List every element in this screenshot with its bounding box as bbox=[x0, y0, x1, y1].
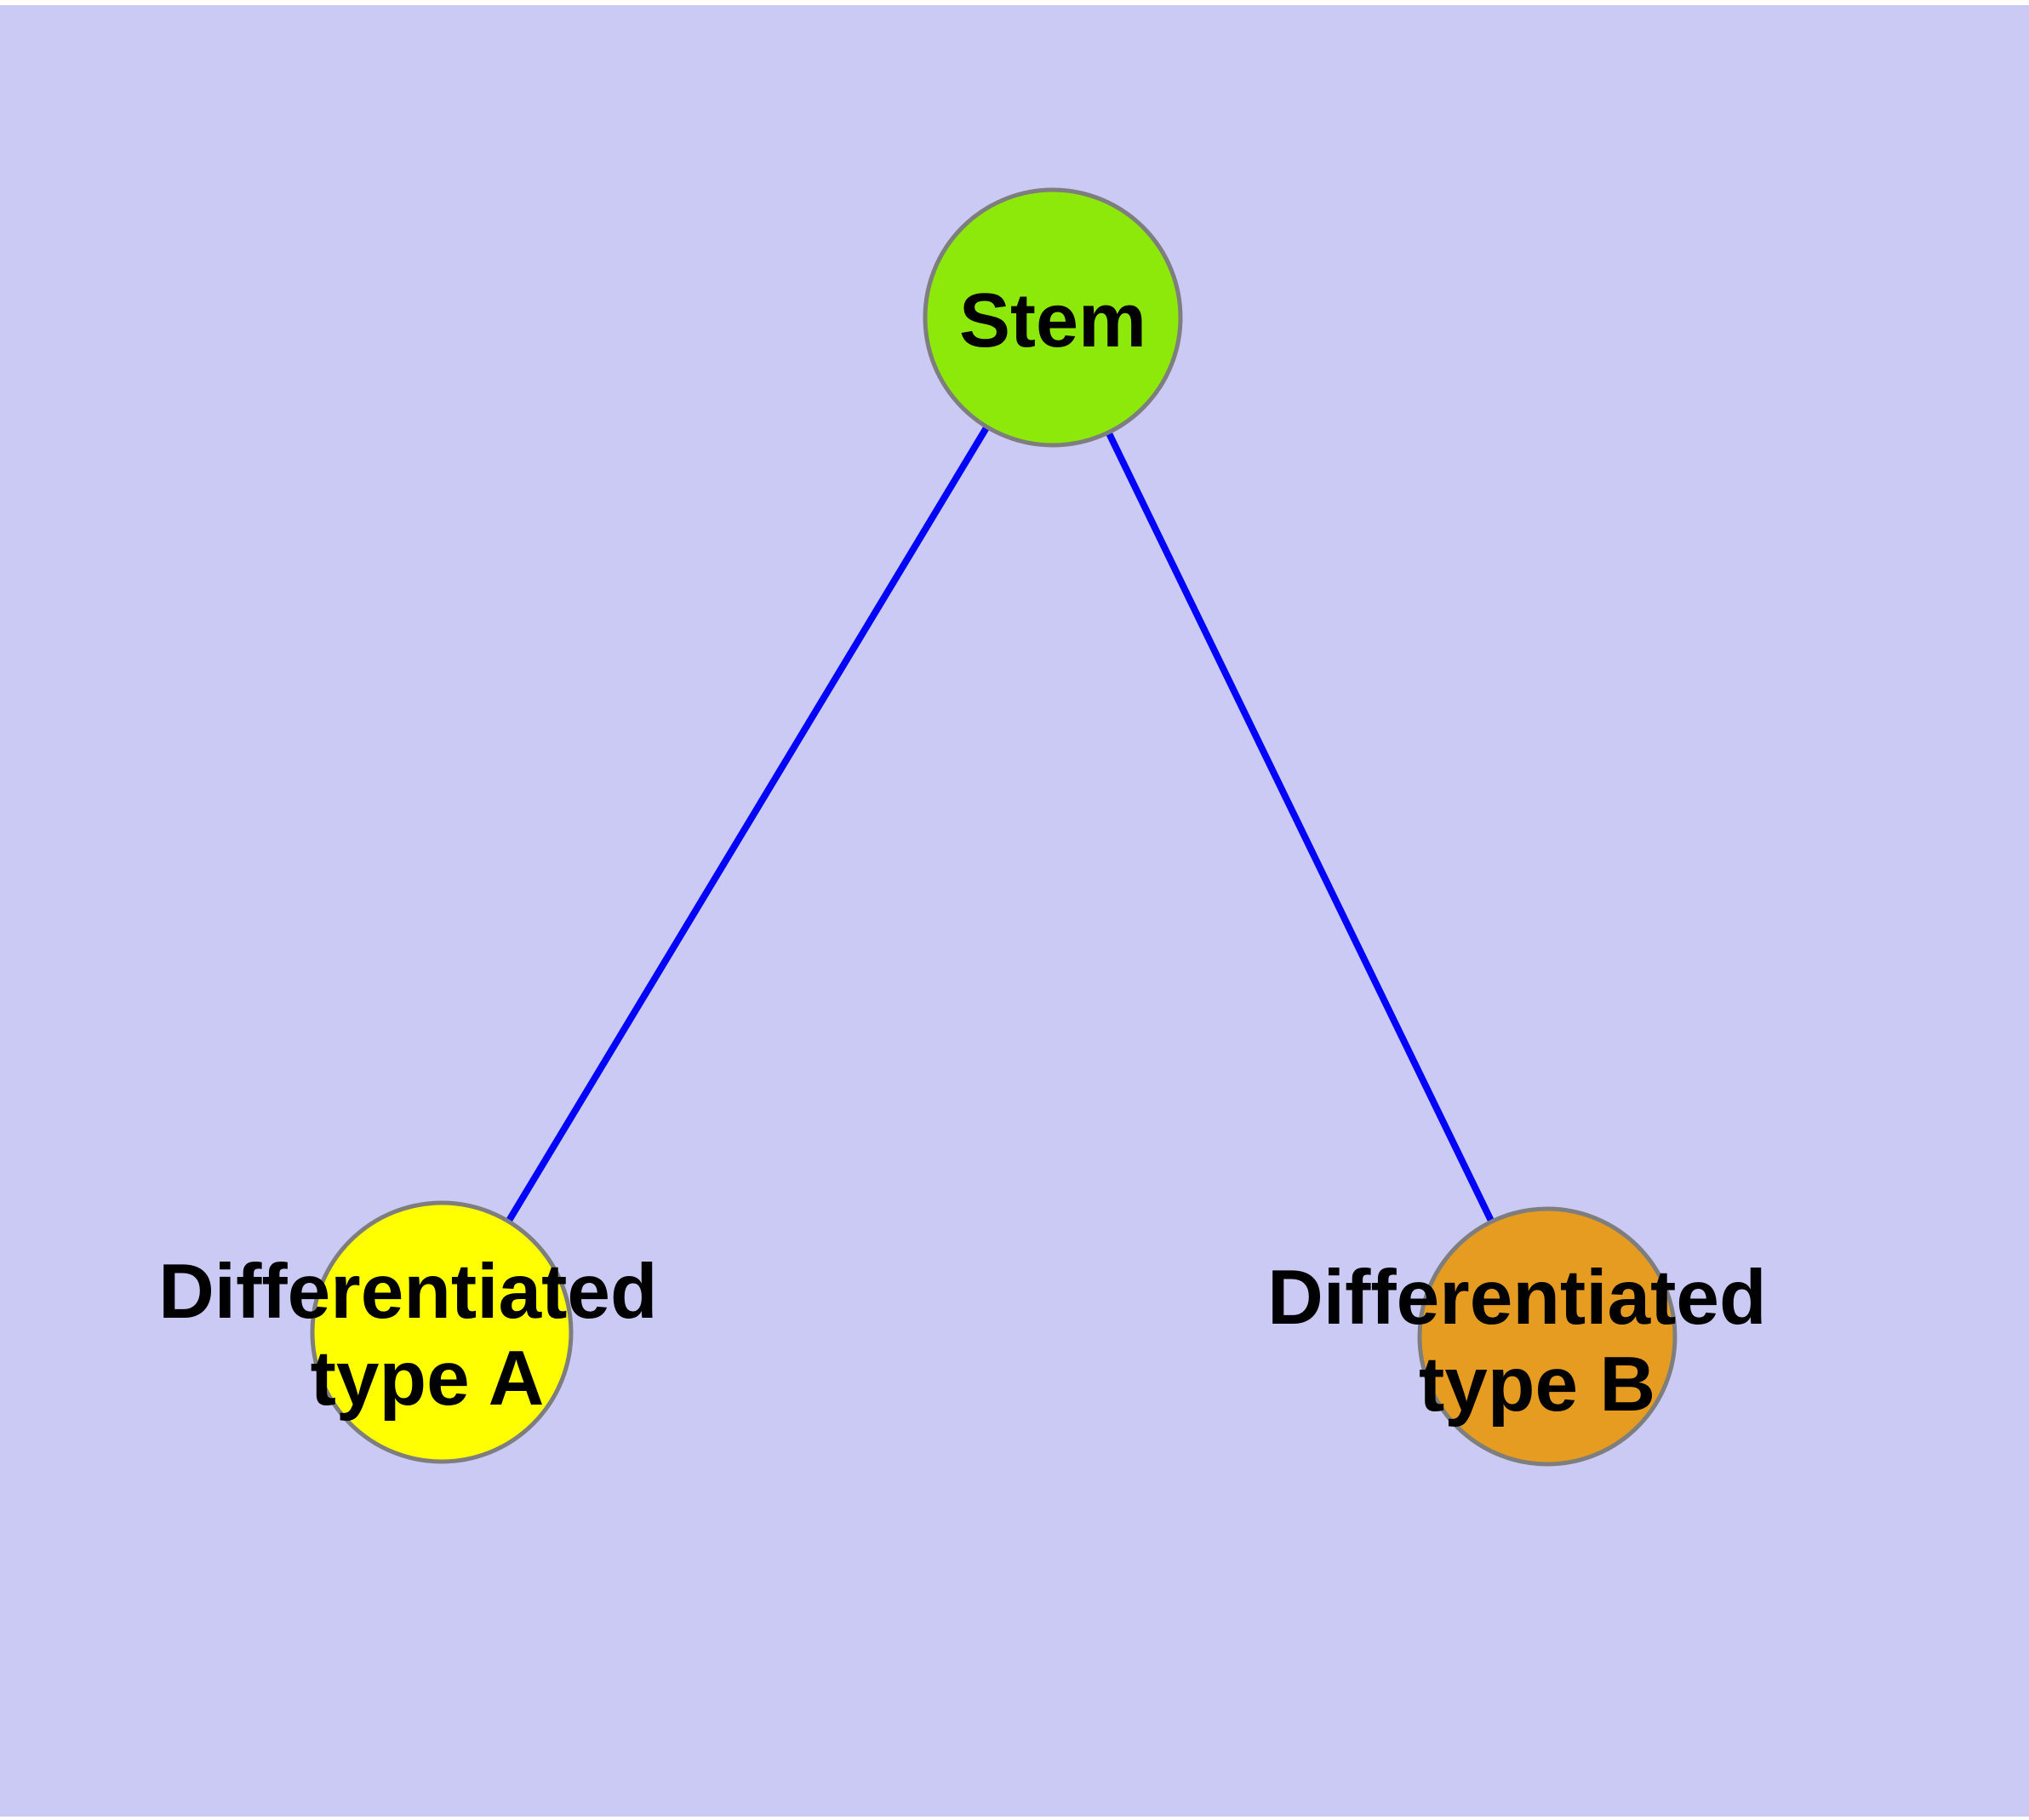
node-differentiated-type-b[interactable] bbox=[1417, 1206, 1677, 1467]
edge-stem-to-type-a bbox=[438, 315, 1056, 1335]
node-type-a-label-line1: Differentiated bbox=[158, 1249, 658, 1335]
node-type-b-label-line2: type B bbox=[1419, 1342, 1655, 1428]
node-stem-label: Stem bbox=[959, 278, 1146, 363]
node-differentiated-type-a[interactable] bbox=[310, 1200, 574, 1464]
edge-stem-to-type-b bbox=[1049, 316, 1551, 1338]
node-stem[interactable] bbox=[923, 187, 1183, 448]
node-type-a-label: Differentiated type A bbox=[158, 1249, 679, 1422]
node-type-b-label: Differentiated type B bbox=[1267, 1255, 1788, 1428]
node-type-a-label-line2: type A bbox=[311, 1336, 545, 1422]
node-type-b-label-line1: Differentiated bbox=[1267, 1255, 1767, 1341]
